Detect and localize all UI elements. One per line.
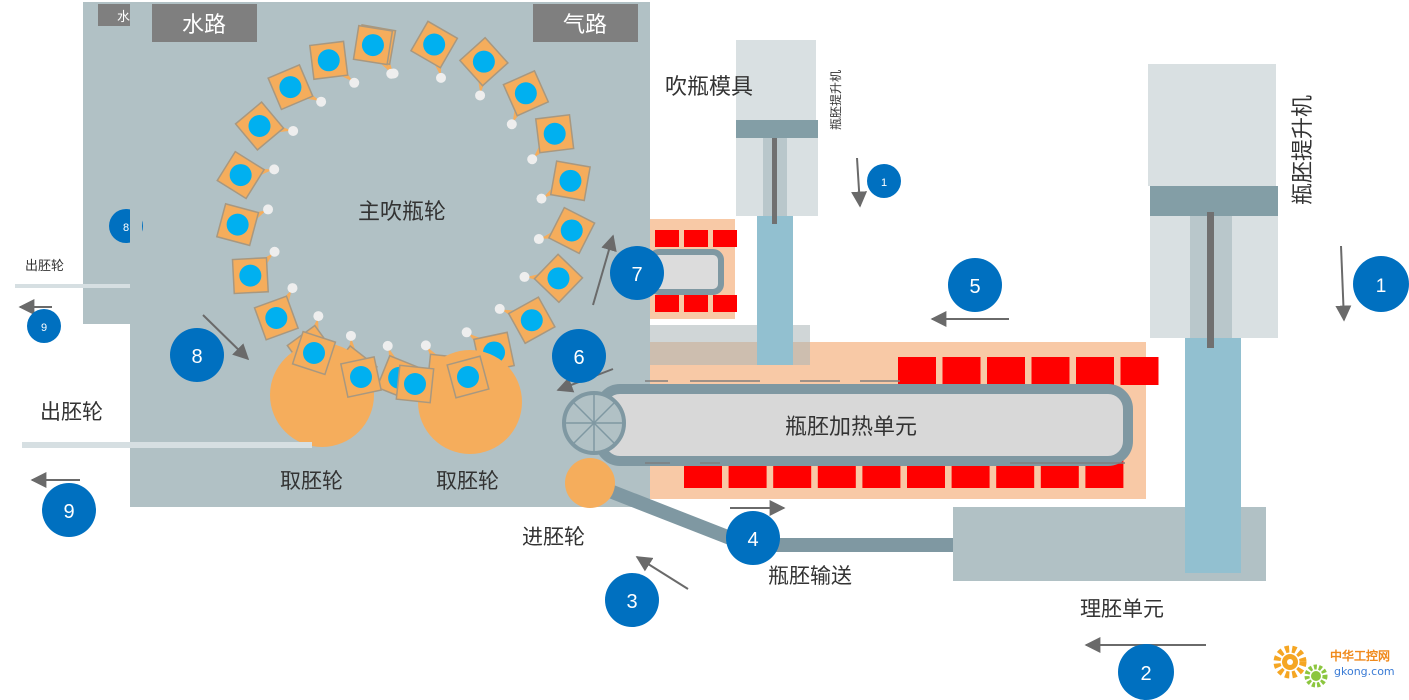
water-small-box [98,4,130,26]
heater-block-5 [684,295,708,312]
sorting-unit-label: 理胚单元 [1080,597,1164,621]
blow-mold-top [736,40,816,120]
step-5: 5 [948,258,1002,312]
heater-block-2 [684,230,708,247]
step-1-small: 1 [867,164,901,198]
heater-block-10 [1031,357,1070,385]
heater-block-1 [655,230,679,247]
blow-station-2 [409,20,459,83]
step-2: 2 [1118,644,1174,700]
blow-mold-rod [772,138,777,224]
heater-block-6 [713,295,737,312]
step-3: 3 [605,573,659,627]
take-wheel-stations [291,330,490,404]
blow-station-6 [536,160,592,204]
take-station-4 [446,355,490,399]
take-wheel-1-label: 取胚轮 [280,469,343,493]
blow-station-15 [253,283,300,341]
air-path-label: 气路 [563,13,607,38]
step-8-small-mask [130,208,142,244]
blow-mold-label: 吹瓶模具 [665,75,753,100]
step-4: 4 [726,511,780,565]
svg-text:4: 4 [747,529,758,551]
small-lifter-label: 瓶胚提升机 [828,70,843,130]
preform-conveyor-label: 瓶胚输送 [768,564,852,588]
water-small-label: 水 [117,10,130,25]
step-9: 9 [42,483,96,537]
svg-text:1: 1 [881,177,887,189]
outfeed-small-label: 出胚轮 [25,259,64,274]
infeed-wheel-label: 进胚轮 [522,525,585,549]
lifter-shaft-small [757,215,793,365]
air-path-box [533,4,638,42]
take-station-3 [395,364,435,404]
heater-block-3 [713,230,737,247]
svg-text:6: 6 [573,347,584,369]
outfeed-label: 出胚轮 [40,400,103,424]
step-9-small: 9 [27,309,61,343]
blow-station-8 [519,253,584,304]
svg-text:1: 1 [1376,276,1387,297]
blow-station-18 [216,150,280,200]
step-8: 8 [170,328,224,382]
blow-station-9 [494,296,556,345]
step-7: 7 [610,246,664,300]
take-wheel-2 [418,350,522,454]
take-station-2 [339,355,383,399]
infeed-wheel [565,458,615,508]
blow-station-21 [308,40,360,88]
heater-block-9 [987,357,1025,385]
gear-icon [1273,645,1328,688]
outfeed-area [83,2,133,324]
blow-station-7 [533,206,596,255]
heating-dashes [645,380,1125,464]
heating-unit-label: 瓶胚加热单元 [785,415,917,440]
svg-text:9: 9 [63,501,74,523]
main-wheel-label: 主吹瓶轮 [358,200,446,225]
take-station-1 [291,330,337,376]
heater-block-7 [898,357,936,385]
blow-station-5 [527,113,575,165]
lifter-band [1150,186,1278,216]
big-lifter-label: 瓶胚提升机 [1291,95,1316,205]
svg-text:8: 8 [191,346,202,368]
watermark-url: gkong.com [1334,665,1395,678]
step-1: 1 [1353,256,1409,312]
svg-text:3: 3 [626,591,637,613]
lifter-rod [1207,212,1214,348]
blow-station-20 [267,63,327,111]
svg-text:2: 2 [1140,663,1151,685]
blow-station-19 [234,100,299,152]
blow-station-22 [352,24,397,79]
heater-block-8 [942,357,981,385]
blow-station-3 [458,36,509,101]
blow-station-ring [215,20,596,402]
take-wheel-2-label: 取胚轮 [436,469,499,493]
water-path-label: 水路 [182,13,226,38]
starwheel-icon [562,391,626,455]
svg-text:5: 5 [969,276,980,298]
heater-block-12 [1120,357,1159,385]
blow-station-16 [231,246,280,295]
lifter-top [1148,64,1276,186]
lifter-shaft-over-sort [1185,507,1241,573]
step-6: 6 [552,329,606,383]
blow-mold-band [736,120,818,138]
svg-text:9: 9 [41,322,47,334]
svg-text:8: 8 [123,222,129,234]
heater-block-11 [1076,357,1114,385]
water-path-box [152,4,257,42]
heater-block-4 [655,295,679,312]
watermark-cn: 中华工控网 [1330,648,1390,663]
blow-station-17 [215,202,274,247]
svg-text:7: 7 [631,264,642,286]
blow-station-4 [502,69,550,130]
